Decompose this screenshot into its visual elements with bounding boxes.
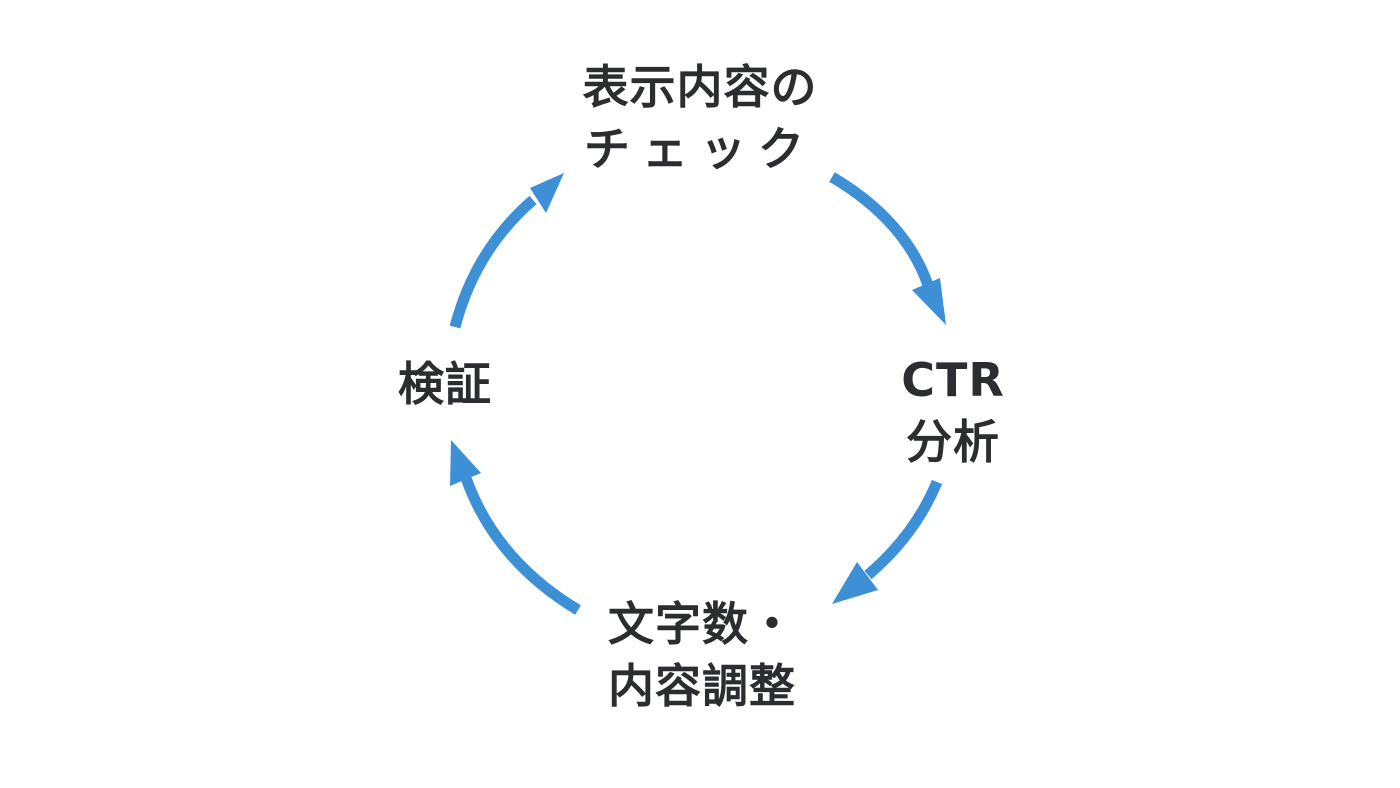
- arrow-adjust-to-verify-head: [450, 440, 481, 486]
- node-length-content-adjust: 文字数・ 内容調整: [608, 593, 796, 717]
- arrow-adjust-to-verify-shaft: [460, 476, 581, 615]
- arrow-ctr-to-adjust-shaft: [864, 479, 943, 580]
- arrow-verify-to-check-shaft: [449, 195, 537, 329]
- arrow-check-to-ctr-shaft: [829, 172, 934, 287]
- arrow-check-to-ctr: [829, 172, 946, 325]
- node-ctr-analysis-line2: 分析: [906, 415, 1000, 469]
- arrow-ctr-to-adjust: [832, 479, 943, 604]
- arrow-adjust-to-verify: [450, 440, 581, 615]
- node-ctr-analysis: CTR 分析: [901, 349, 1005, 473]
- node-length-content-adjust-line1: 文字数・: [608, 597, 796, 651]
- node-ctr-analysis-line1: CTR: [901, 353, 1005, 407]
- arrow-ctr-to-adjust-head: [832, 562, 878, 604]
- node-display-check-line1: 表示内容の: [582, 60, 818, 114]
- node-length-content-adjust-line2: 内容調整: [608, 659, 796, 713]
- node-display-check-line2: チェック: [584, 122, 816, 176]
- node-verification-line1: 検証: [398, 357, 492, 411]
- node-display-check: 表示内容の チェック: [583, 56, 818, 180]
- arrow-verify-to-check: [449, 173, 564, 329]
- node-verification: 検証: [398, 353, 492, 415]
- arrow-check-to-ctr-head: [912, 278, 946, 325]
- arrow-verify-to-check-head: [530, 173, 564, 213]
